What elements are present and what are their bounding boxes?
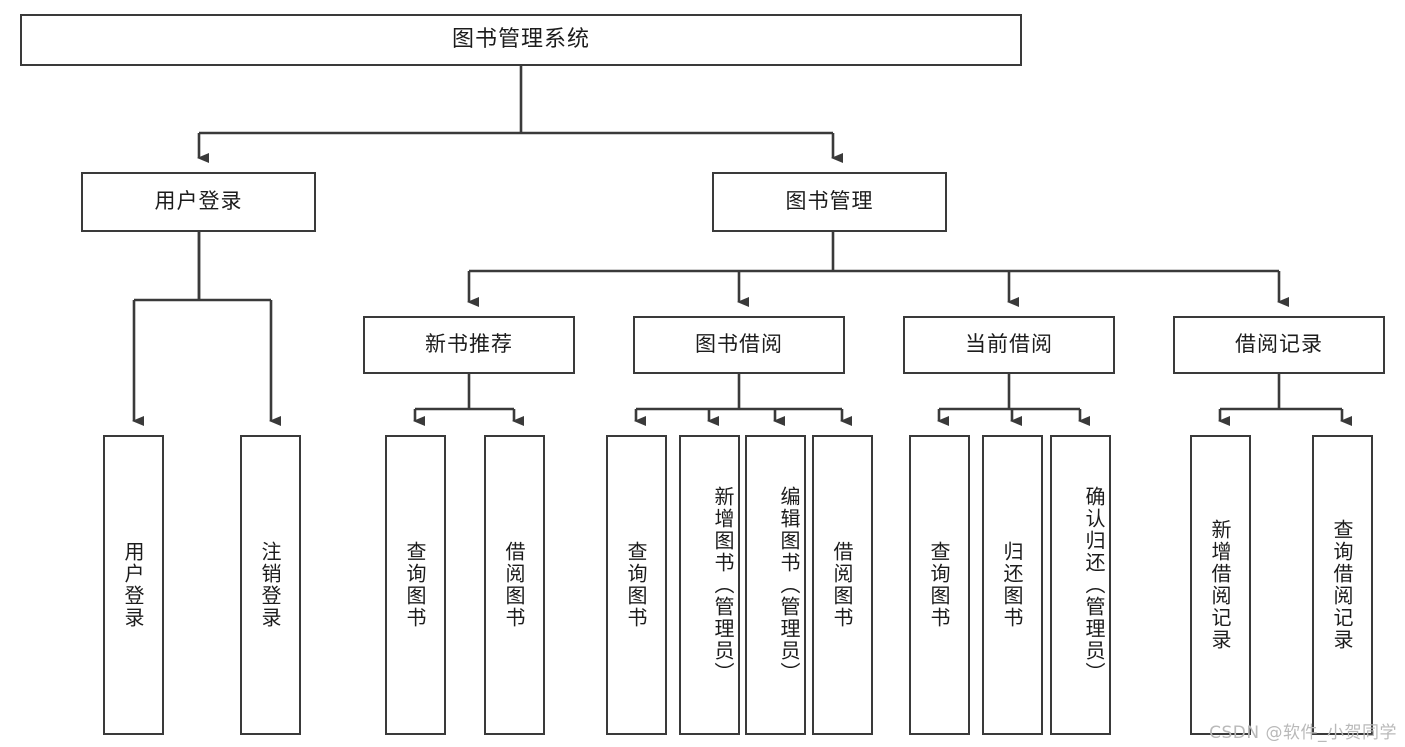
leaf-borrow-book[interactable]: 借阅图书 xyxy=(812,435,873,735)
leaf-query-book-rec[interactable]: 查询图书 xyxy=(385,435,446,735)
node-new-book-recommend[interactable]: 新书推荐 xyxy=(363,316,575,374)
leaf-user-login[interactable]: 用户登录 xyxy=(103,435,164,735)
leaf-query-book-current[interactable]: 查询图书 xyxy=(909,435,970,735)
leaf-borrow-book-rec[interactable]: 借阅图书 xyxy=(484,435,545,735)
leaf-query-book-borrow[interactable]: 查询图书 xyxy=(606,435,667,735)
leaf-add-book-admin[interactable]: 新增图书（管理员） xyxy=(679,435,740,735)
leaf-confirm-return-admin[interactable]: 确认归还（管理员） xyxy=(1050,435,1111,735)
leaf-return-book[interactable]: 归还图书 xyxy=(982,435,1043,735)
node-book-manage[interactable]: 图书管理 xyxy=(712,172,947,232)
leaf-query-borrow-record[interactable]: 查询借阅记录 xyxy=(1312,435,1373,735)
node-current-borrow[interactable]: 当前借阅 xyxy=(903,316,1115,374)
leaf-edit-book-admin[interactable]: 编辑图书（管理员） xyxy=(745,435,806,735)
watermark-text: CSDN @软件_小贺同学 xyxy=(1209,723,1397,743)
node-user-login[interactable]: 用户登录 xyxy=(81,172,316,232)
node-root-system[interactable]: 图书管理系统 xyxy=(20,14,1022,66)
leaf-logout-login[interactable]: 注销登录 xyxy=(240,435,301,735)
leaf-add-borrow-record[interactable]: 新增借阅记录 xyxy=(1190,435,1251,735)
node-book-borrow[interactable]: 图书借阅 xyxy=(633,316,845,374)
node-borrow-record[interactable]: 借阅记录 xyxy=(1173,316,1385,374)
